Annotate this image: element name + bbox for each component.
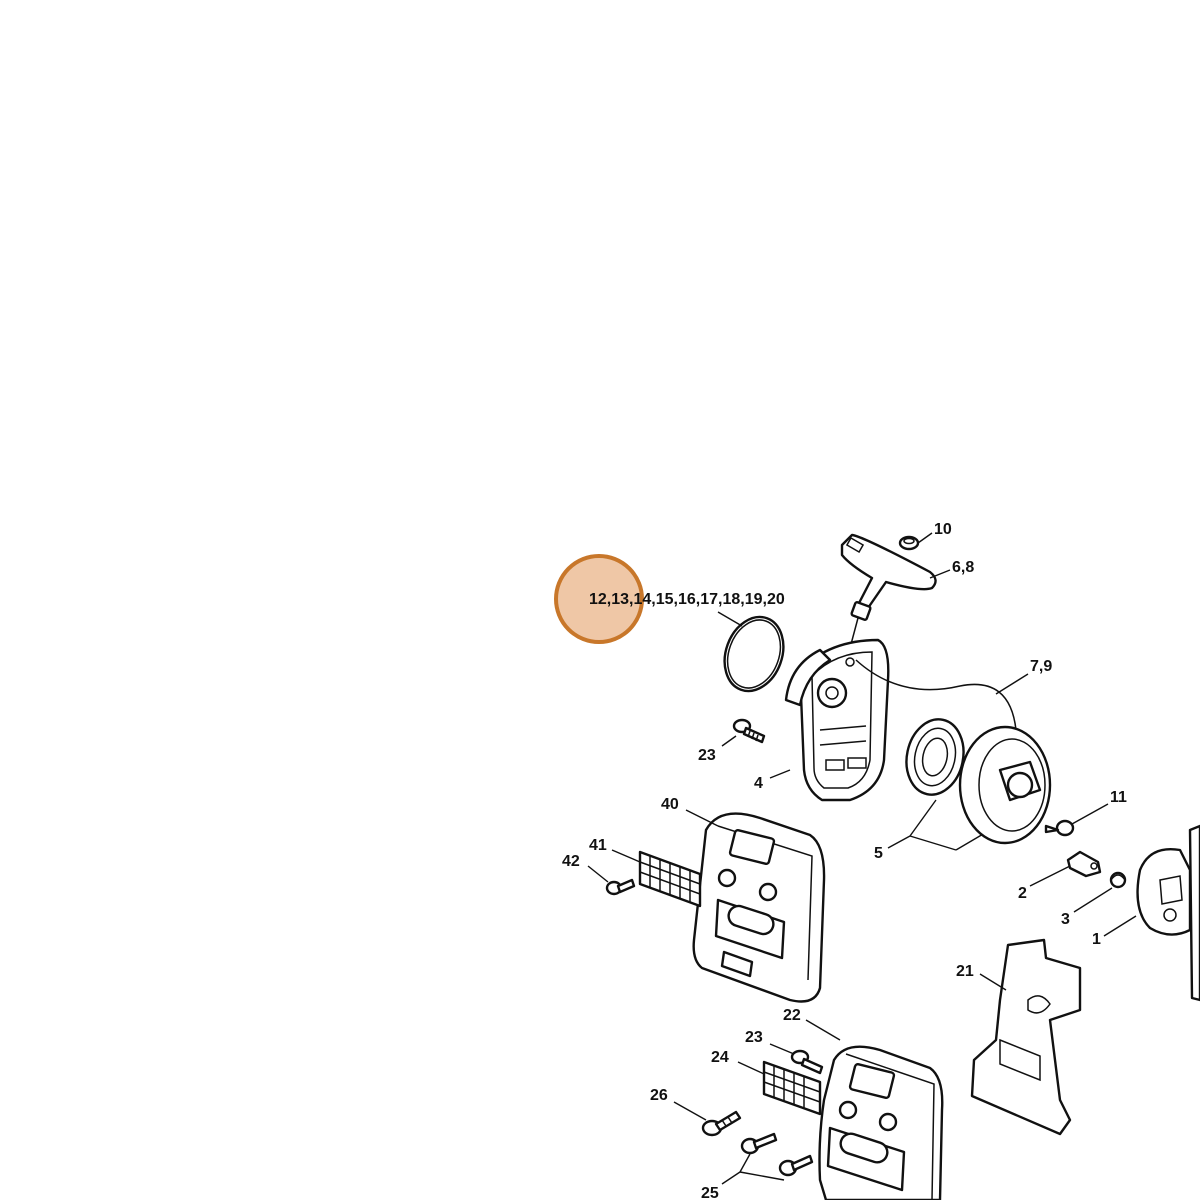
callout-22[interactable]: 22 <box>783 1007 801 1024</box>
part-edge-right <box>1188 824 1200 1002</box>
part-6-8-starter-grip <box>840 533 937 649</box>
leader-26 <box>673 1101 707 1121</box>
part-2-pawl <box>1066 850 1102 878</box>
callout-4[interactable]: 4 <box>754 775 763 792</box>
part-41-screen <box>638 850 702 908</box>
callout-5[interactable]: 5 <box>874 845 883 862</box>
part-23-screw-upper <box>732 718 766 744</box>
leader-10 <box>917 532 933 544</box>
callout-2[interactable]: 2 <box>1018 885 1027 902</box>
part-22-muffler <box>818 1045 944 1200</box>
leader-22 <box>805 1019 841 1041</box>
part-23-screw-lower <box>790 1049 824 1075</box>
leader-12-20 <box>717 611 743 627</box>
part-10-plug <box>898 535 920 551</box>
leader-5 <box>887 799 991 851</box>
callout-7-9[interactable]: 7,9 <box>1030 658 1052 675</box>
callout-1[interactable]: 1 <box>1092 931 1101 948</box>
part-24-screen <box>762 1060 822 1116</box>
part-4-fan-housing <box>784 638 890 802</box>
leader-23-lower <box>769 1043 795 1055</box>
part-21-heat-shield <box>970 938 1082 1136</box>
part-3-spring <box>1109 871 1127 889</box>
leader-40 <box>685 809 719 827</box>
leader-23-upper <box>721 735 737 747</box>
part-11-screw <box>1044 819 1075 837</box>
leader-25 <box>721 1153 785 1185</box>
callout-24[interactable]: 24 <box>711 1049 729 1066</box>
callout-42[interactable]: 42 <box>562 853 580 870</box>
part-12-20-o-ring <box>723 615 785 693</box>
leader-1 <box>1103 915 1137 937</box>
part-rope-rotor <box>958 725 1052 845</box>
callout-12-20[interactable]: 12,13,14,15,16,17,18,19,20 <box>589 591 785 608</box>
leader-41 <box>611 849 641 863</box>
leader-42 <box>587 865 609 883</box>
callout-6-8[interactable]: 6,8 <box>952 559 974 576</box>
leader-3 <box>1073 887 1113 913</box>
part-1-flywheel <box>1136 848 1192 936</box>
highlight-marker[interactable] <box>554 554 644 644</box>
callout-23-upper[interactable]: 23 <box>698 747 716 764</box>
leader-24 <box>737 1061 765 1075</box>
leader-4 <box>769 769 791 779</box>
part-42-screw <box>605 878 636 896</box>
leader-2 <box>1029 865 1071 887</box>
callout-41[interactable]: 41 <box>589 837 607 854</box>
callout-23-lower[interactable]: 23 <box>745 1029 763 1046</box>
leader-7-9 <box>995 673 1029 695</box>
part-26-screw <box>701 1110 742 1137</box>
callout-25[interactable]: 25 <box>701 1185 719 1200</box>
leader-21 <box>979 973 1007 991</box>
callout-26[interactable]: 26 <box>650 1087 668 1104</box>
leader-6-8 <box>929 569 951 579</box>
part-25-screws <box>740 1132 814 1177</box>
leader-11 <box>1071 803 1109 825</box>
callout-21[interactable]: 21 <box>956 963 974 980</box>
callout-10[interactable]: 10 <box>934 521 952 538</box>
callout-11[interactable]: 11 <box>1110 789 1127 806</box>
part-40-muffler <box>692 812 826 1003</box>
callout-40[interactable]: 40 <box>661 796 679 813</box>
callout-3[interactable]: 3 <box>1061 911 1070 928</box>
